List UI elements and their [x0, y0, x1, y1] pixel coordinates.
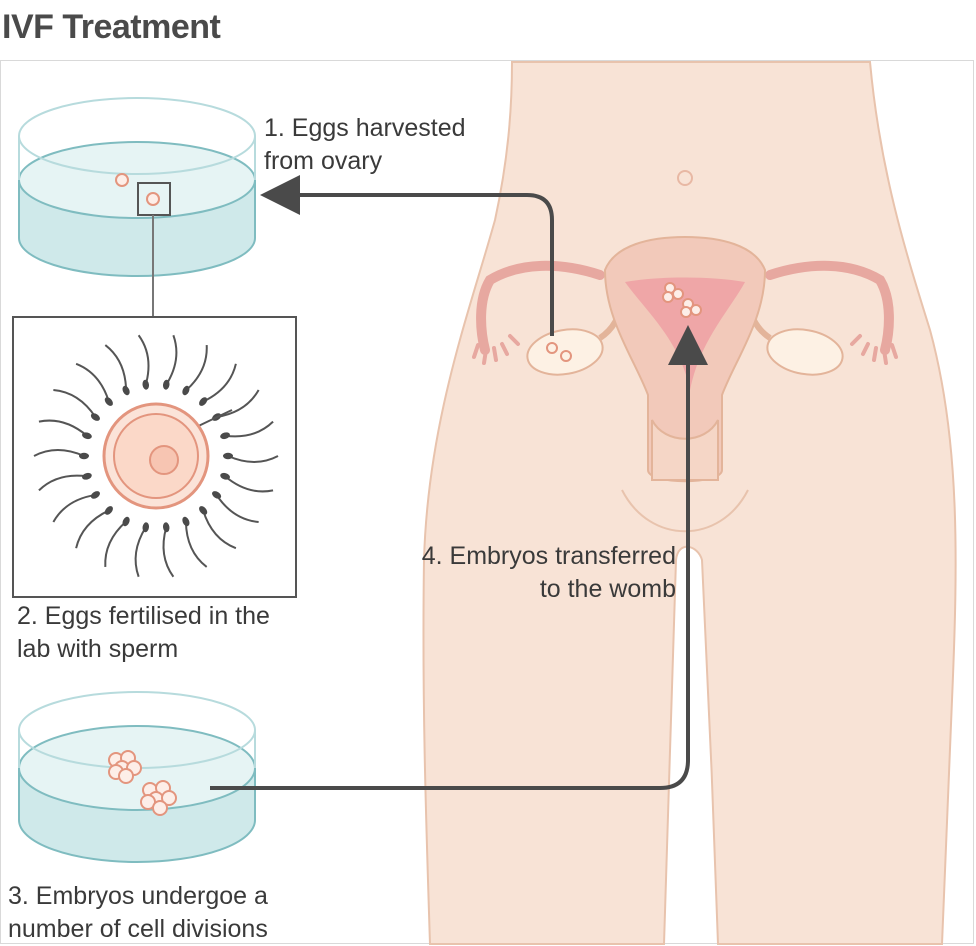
- sperm-head: [163, 379, 170, 390]
- step-2-line-1: 2. Eggs fertilised in the: [17, 602, 270, 630]
- sperm-head: [220, 472, 230, 480]
- sperm-tail: [185, 344, 208, 392]
- step-1-line-1: 1. Eggs harvested: [264, 114, 466, 142]
- sperm-head: [122, 516, 130, 527]
- sperm-tail: [104, 520, 127, 568]
- sperm-tail: [224, 475, 274, 493]
- sperm-head: [223, 452, 233, 460]
- sperm-head: [142, 522, 149, 533]
- step-3-line-2: number of cell divisions: [8, 915, 268, 943]
- arrow-dish-to-womb: [210, 325, 708, 790]
- sperm-tail: [184, 521, 208, 568]
- sperm-tail: [33, 449, 85, 457]
- sperm-tail: [38, 419, 88, 437]
- step-4-label: 4. Embryos transferred to the womb: [396, 540, 676, 606]
- sperm-head: [212, 491, 222, 499]
- diagram-title: IVF Treatment: [2, 8, 221, 46]
- sperm-head: [90, 413, 100, 421]
- step-3-line-1: 3. Embryos undergoe a: [8, 882, 268, 910]
- sperm-tail: [137, 334, 150, 386]
- sperm-tail: [162, 526, 175, 578]
- arrow-ovary-to-dish: [260, 175, 554, 336]
- sperm-head: [104, 506, 113, 515]
- groin-line: [621, 489, 749, 533]
- petri-dish-1: [18, 97, 256, 317]
- sperm-tail: [202, 363, 237, 403]
- sperm-tail: [75, 362, 110, 402]
- nucleus: [149, 445, 179, 475]
- sperm-tail: [75, 509, 110, 549]
- sperm-tail: [165, 334, 178, 386]
- sperm-head: [163, 522, 170, 533]
- sperm-tail: [134, 526, 147, 578]
- sperm-head: [199, 506, 208, 515]
- sperm-head: [220, 432, 230, 440]
- step-4-line-2: to the womb: [539, 575, 676, 603]
- sperm-cells: [33, 334, 279, 578]
- sperm-tail: [104, 344, 128, 391]
- embryo-in-uterus: [662, 282, 702, 318]
- sperm-tail: [52, 493, 96, 523]
- petri-dish-3: [18, 691, 256, 863]
- sperm-head: [90, 491, 100, 499]
- sperm-tail: [53, 389, 97, 418]
- sperm-head: [82, 472, 92, 480]
- sperm-tail: [202, 510, 237, 550]
- step-2-label: 2. Eggs fertilised in the lab with sperm: [17, 600, 270, 666]
- step-3-label: 3. Embryos undergoe a number of cell div…: [8, 880, 268, 946]
- step-2-line-2: lab with sperm: [17, 635, 179, 663]
- sperm-tail: [38, 474, 88, 492]
- sperm-tail: [224, 420, 274, 438]
- fertilisation-inset: [12, 316, 297, 598]
- step-1-line-2: from ovary: [264, 147, 383, 175]
- sperm-head: [82, 432, 92, 440]
- sperm-head: [142, 379, 149, 390]
- step-1-label: 1. Eggs harvested from ovary: [264, 112, 466, 178]
- step-4-line-1: 4. Embryos transferred: [421, 542, 676, 570]
- sperm-tail: [227, 455, 279, 463]
- navel-icon: [677, 170, 693, 186]
- sperm-head: [182, 385, 190, 396]
- sperm-head: [199, 397, 208, 406]
- right-ovary: [766, 328, 844, 376]
- sperm-head: [182, 516, 190, 527]
- sperm-head: [122, 385, 130, 396]
- sperm-head: [79, 452, 89, 460]
- sperm-tail: [215, 494, 259, 523]
- embryo-cluster: [108, 750, 177, 816]
- sperm-head: [104, 397, 113, 406]
